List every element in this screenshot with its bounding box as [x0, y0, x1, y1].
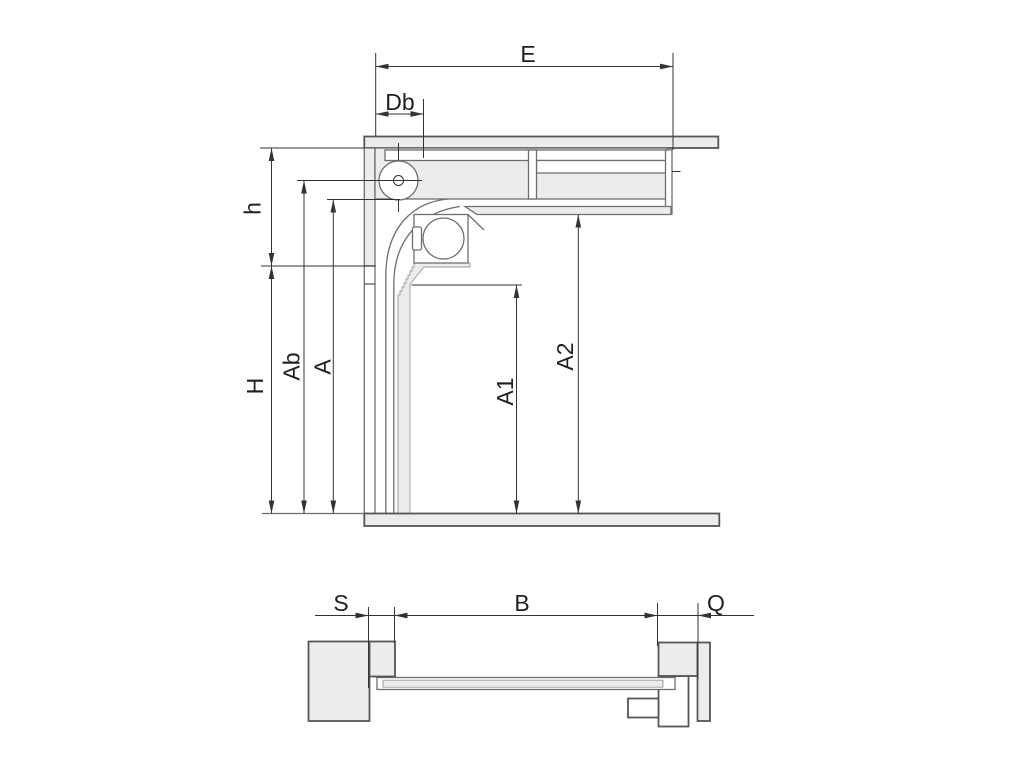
- dim-A1-label: A1: [492, 377, 518, 405]
- plate-support-diagonal: [467, 214, 485, 231]
- track-lower-rail: [535, 159, 668, 174]
- dim-H-label: H: [242, 378, 268, 395]
- track-upper-rail: [384, 149, 668, 162]
- dim-h-label: h: [240, 202, 266, 215]
- plan-left-pier: [307, 640, 371, 722]
- ceiling-slab: [363, 135, 720, 149]
- bumper-roller: [422, 217, 465, 260]
- plan-right-jamb: [657, 641, 699, 677]
- door-panel: [397, 262, 471, 514]
- roller-tab: [411, 226, 423, 251]
- floor-slab: [363, 512, 721, 527]
- dimensions-side-section: E Db h H Ab A A1 A2: [240, 41, 674, 514]
- dim-Q-label: Q: [707, 590, 725, 616]
- curved-track-outer: [385, 198, 449, 514]
- plan-left-jamb: [368, 640, 396, 678]
- side-section-view: [262, 135, 721, 527]
- plan-door-panel: [382, 679, 664, 688]
- dim-S-label: S: [333, 590, 348, 616]
- track-joint-bracket: [527, 149, 538, 200]
- dim-B-label: B: [514, 590, 529, 616]
- plan-view: [307, 640, 711, 728]
- dim-E-label: E: [520, 41, 535, 67]
- track-support-shelf: [462, 205, 672, 216]
- dim-A2-label: A2: [552, 342, 578, 370]
- plan-right-wall: [696, 641, 711, 722]
- dimensions-plan-view: S B Q: [315, 590, 754, 688]
- dim-Ab-label: Ab: [279, 352, 305, 380]
- dim-Db-label: Db: [385, 89, 414, 115]
- dim-A-label: A: [310, 359, 336, 375]
- lintel-wall: [363, 147, 376, 267]
- plan-track-bracket: [627, 697, 660, 719]
- wall-below-lintel: [363, 265, 376, 515]
- track-end-plate: [664, 149, 673, 215]
